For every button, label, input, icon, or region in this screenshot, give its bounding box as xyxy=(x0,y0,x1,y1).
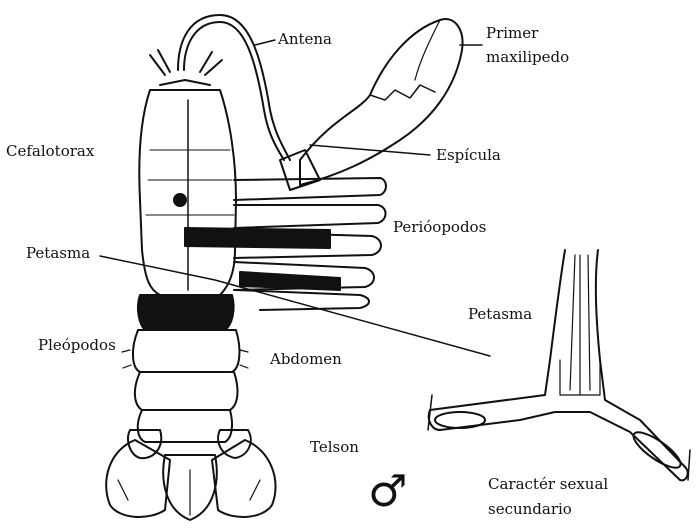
label-abdomen: Abdomen xyxy=(270,350,342,368)
male-symbol-icon: ♂ xyxy=(368,470,407,514)
petasma-detail xyxy=(428,250,690,480)
label-pleopodos: Pleópodos xyxy=(38,336,116,354)
label-maxilipedo: maxilipedo xyxy=(486,48,569,66)
leader-antena xyxy=(255,40,275,45)
label-petasma-right: Petasma xyxy=(468,305,532,323)
label-caracter-2: secundario xyxy=(488,500,572,518)
label-telson: Telson xyxy=(310,438,359,456)
pereiopods xyxy=(185,178,386,310)
label-antena: Antena xyxy=(278,30,332,48)
leader-espicula xyxy=(310,145,430,155)
label-petasma-left: Petasma xyxy=(26,244,90,262)
label-caracter-1: Caractér sexual xyxy=(488,475,608,493)
abdomen-segments xyxy=(122,295,248,442)
telson-fan xyxy=(106,430,275,520)
label-cefalotorax: Cefalotorax xyxy=(6,142,94,160)
label-primer: Primer xyxy=(486,24,538,42)
label-periopodos: Perióopodos xyxy=(393,218,486,236)
label-espicula: Espícula xyxy=(436,146,501,164)
